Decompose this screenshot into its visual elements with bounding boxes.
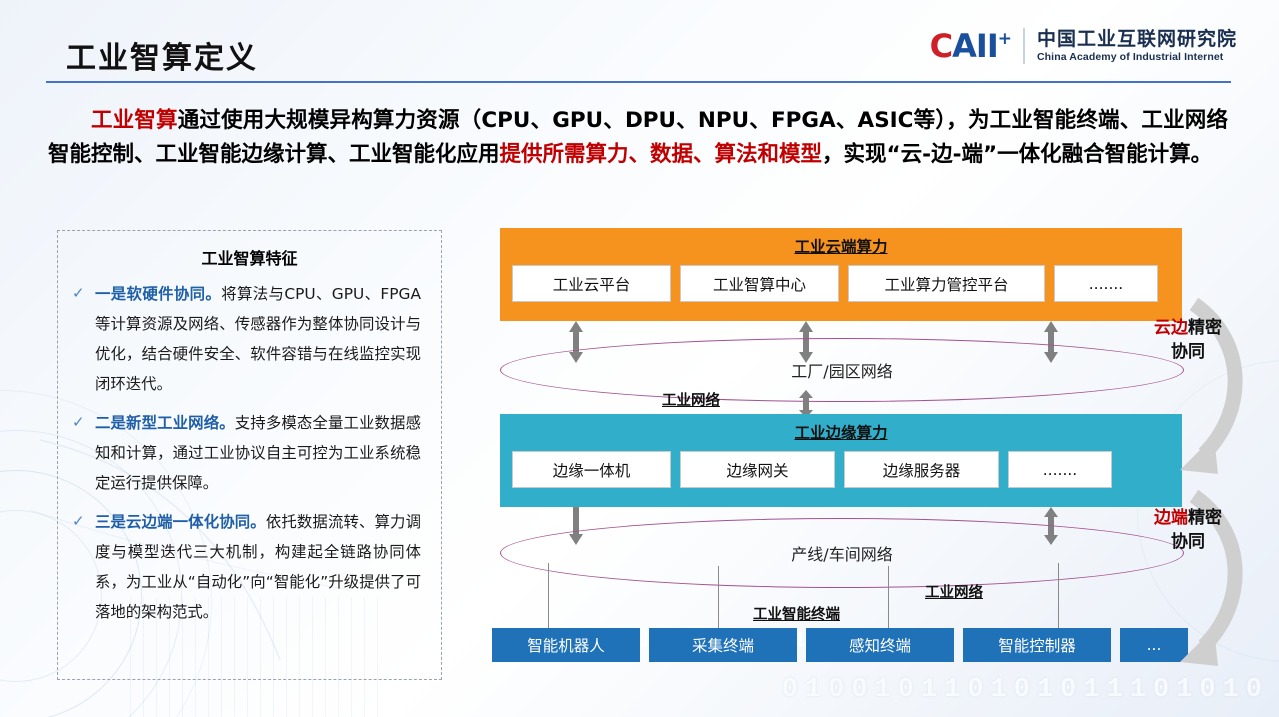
factory-park-network-label: 工厂/园区网络	[791, 362, 893, 381]
list-item: ✓ 一是软硬件协同。将算法与CPU、GPU、FPGA等计算资源及网络、传感器作为…	[58, 279, 441, 399]
node-edge-appliance[interactable]: 边缘一体机	[512, 451, 671, 488]
feature-keyword: 三是云边端一体化协同。	[95, 513, 266, 531]
list-item: ✓ 三是云边端一体化协同。依托数据流转、算力调度与模型迭代三大机制，构建起全链路…	[58, 507, 441, 627]
connector-terminal-2	[718, 566, 719, 628]
industrial-network-tag-bottom: 工业网络	[925, 585, 983, 601]
lead-body-2: ，实现“云-边-端”一体化融合智能计算。	[822, 142, 1213, 167]
check-icon: ✓	[72, 513, 85, 530]
industrial-terminal-group-label: 工业智能终端	[753, 607, 840, 623]
edge-layer-nodes: 边缘一体机 边缘网关 边缘服务器 .......	[500, 443, 1182, 500]
edge-terminal-sync-note: 边端精密 协同	[1134, 506, 1242, 554]
edge-terminal-sync-black: 精密	[1188, 508, 1222, 528]
feature-text: 二是新型工业网络。支持多模态全量工业数据感知和计算，通过工业协议自主可控为工业系…	[95, 408, 421, 498]
node-cloud-compute-mgmt[interactable]: 工业算力管控平台	[848, 265, 1045, 302]
node-cloud-platform[interactable]: 工业云平台	[512, 265, 671, 302]
arrow-factory-to-edge	[798, 390, 814, 418]
cloud-edge-sync-red: 云边	[1154, 318, 1188, 338]
check-icon: ✓	[72, 285, 85, 302]
connector-terminal-1	[548, 563, 549, 628]
node-cloud-ai-center[interactable]: 工业智算中心	[680, 265, 839, 302]
page-title: 工业智算定义	[66, 41, 258, 76]
feature-body: 依托数据流转、算力调度与模型迭代三大机制，构建起全链路协同体系，为工业从“自动化…	[95, 513, 421, 621]
edge-terminal-sync-line1: 边端精密	[1134, 506, 1242, 530]
edge-terminal-sync-line2: 协同	[1171, 532, 1205, 552]
architecture-diagram: 工业云端算力 工业云平台 工业智算中心 工业算力管控平台 ....... 工厂/…	[470, 218, 1260, 693]
cloud-edge-sync-line2: 协同	[1171, 342, 1205, 362]
logo-plus-icon: +	[997, 29, 1012, 49]
edge-layer-title: 工业边缘算力	[794, 424, 888, 442]
logo-name-cn: 中国工业互联网研究院	[1036, 27, 1237, 50]
terminal-sensing[interactable]: 感知终端	[806, 628, 954, 662]
cloud-compute-layer: 工业云端算力 工业云平台 工业智算中心 工业算力管控平台 .......	[500, 228, 1182, 321]
feature-panel-title: 工业智算特征	[201, 249, 298, 268]
feature-panel: 工业智算特征 ✓ 一是软硬件协同。将算法与CPU、GPU、FPGA等计算资源及网…	[57, 230, 442, 680]
node-cloud-more[interactable]: .......	[1054, 265, 1158, 302]
node-edge-server[interactable]: 边缘服务器	[844, 451, 999, 488]
lead-highlight-phrase: 提供所需算力、数据、算法和模型	[499, 142, 823, 167]
production-line-network-label: 产线/车间网络	[791, 545, 893, 564]
feature-keyword: 二是新型工业网络。	[95, 414, 235, 432]
cloud-layer-title: 工业云端算力	[794, 238, 888, 256]
title-underline-rule	[46, 81, 1231, 83]
node-edge-gateway[interactable]: 边缘网关	[680, 451, 835, 488]
definition-paragraph: 工业智算通过使用大规模异构算力资源（CPU、GPU、DPU、NPU、FPGA、A…	[48, 104, 1228, 172]
production-line-network-ellipse: 产线/车间网络	[500, 518, 1184, 588]
edge-terminal-sync-red: 边端	[1154, 508, 1188, 528]
lead-body-1: 通过使用大规模异构算力资源（CPU、GPU、DPU、NPU、FPGA、ASIC等…	[48, 108, 1228, 167]
connector-terminal-4	[1058, 563, 1059, 628]
terminal-more[interactable]: ...	[1120, 628, 1188, 662]
terminal-smart-robot[interactable]: 智能机器人	[492, 628, 640, 662]
cloud-edge-sync-black: 精密	[1188, 318, 1222, 338]
feature-text: 三是云边端一体化协同。依托数据流转、算力调度与模型迭代三大机制，构建起全链路协同…	[95, 507, 421, 627]
cloud-edge-sync-note: 云边精密 协同	[1134, 316, 1242, 364]
terminal-smart-controller[interactable]: 智能控制器	[963, 628, 1111, 662]
connector-terminal-3	[888, 566, 889, 628]
logo-text-block: 中国工业互联网研究院 China Academy of Industrial I…	[1036, 27, 1237, 63]
feature-list: ✓ 一是软硬件协同。将算法与CPU、GPU、FPGA等计算资源及网络、传感器作为…	[58, 279, 441, 627]
feature-keyword: 一是软硬件协同。	[95, 285, 222, 303]
cloud-edge-sync-line1: 云边精密	[1134, 316, 1242, 340]
logo-divider	[1022, 28, 1025, 64]
logo-name-en: China Academy of Industrial Internet	[1036, 50, 1224, 63]
edge-compute-layer: 工业边缘算力 边缘一体机 边缘网关 边缘服务器 .......	[500, 414, 1182, 507]
terminal-acquisition[interactable]: 采集终端	[649, 628, 797, 662]
terminal-row: 智能机器人 采集终端 感知终端 智能控制器 ...	[492, 628, 1190, 662]
feature-text: 一是软硬件协同。将算法与CPU、GPU、FPGA等计算资源及网络、传感器作为整体…	[95, 279, 421, 399]
check-icon: ✓	[72, 414, 85, 431]
node-edge-more[interactable]: .......	[1008, 451, 1112, 488]
cloud-layer-nodes: 工业云平台 工业智算中心 工业算力管控平台 .......	[500, 257, 1182, 314]
logo-letter-c: C	[929, 27, 954, 65]
factory-park-network-ellipse: 工厂/园区网络	[500, 338, 1184, 402]
lead-highlight-term: 工业智算	[91, 108, 178, 133]
logo-letters-aii: AII	[952, 27, 999, 65]
list-item: ✓ 二是新型工业网络。支持多模态全量工业数据感知和计算，通过工业协议自主可控为工…	[58, 408, 441, 498]
feature-body: 将算法与CPU、GPU、FPGA等计算资源及网络、传感器作为整体协同设计与优化，…	[95, 285, 421, 393]
industrial-network-tag-top: 工业网络	[662, 393, 720, 409]
feature-body: 支持多模态全量工业数据感知和计算，通过工业协议自主可控为工业系统稳定运行提供保障…	[95, 414, 421, 492]
